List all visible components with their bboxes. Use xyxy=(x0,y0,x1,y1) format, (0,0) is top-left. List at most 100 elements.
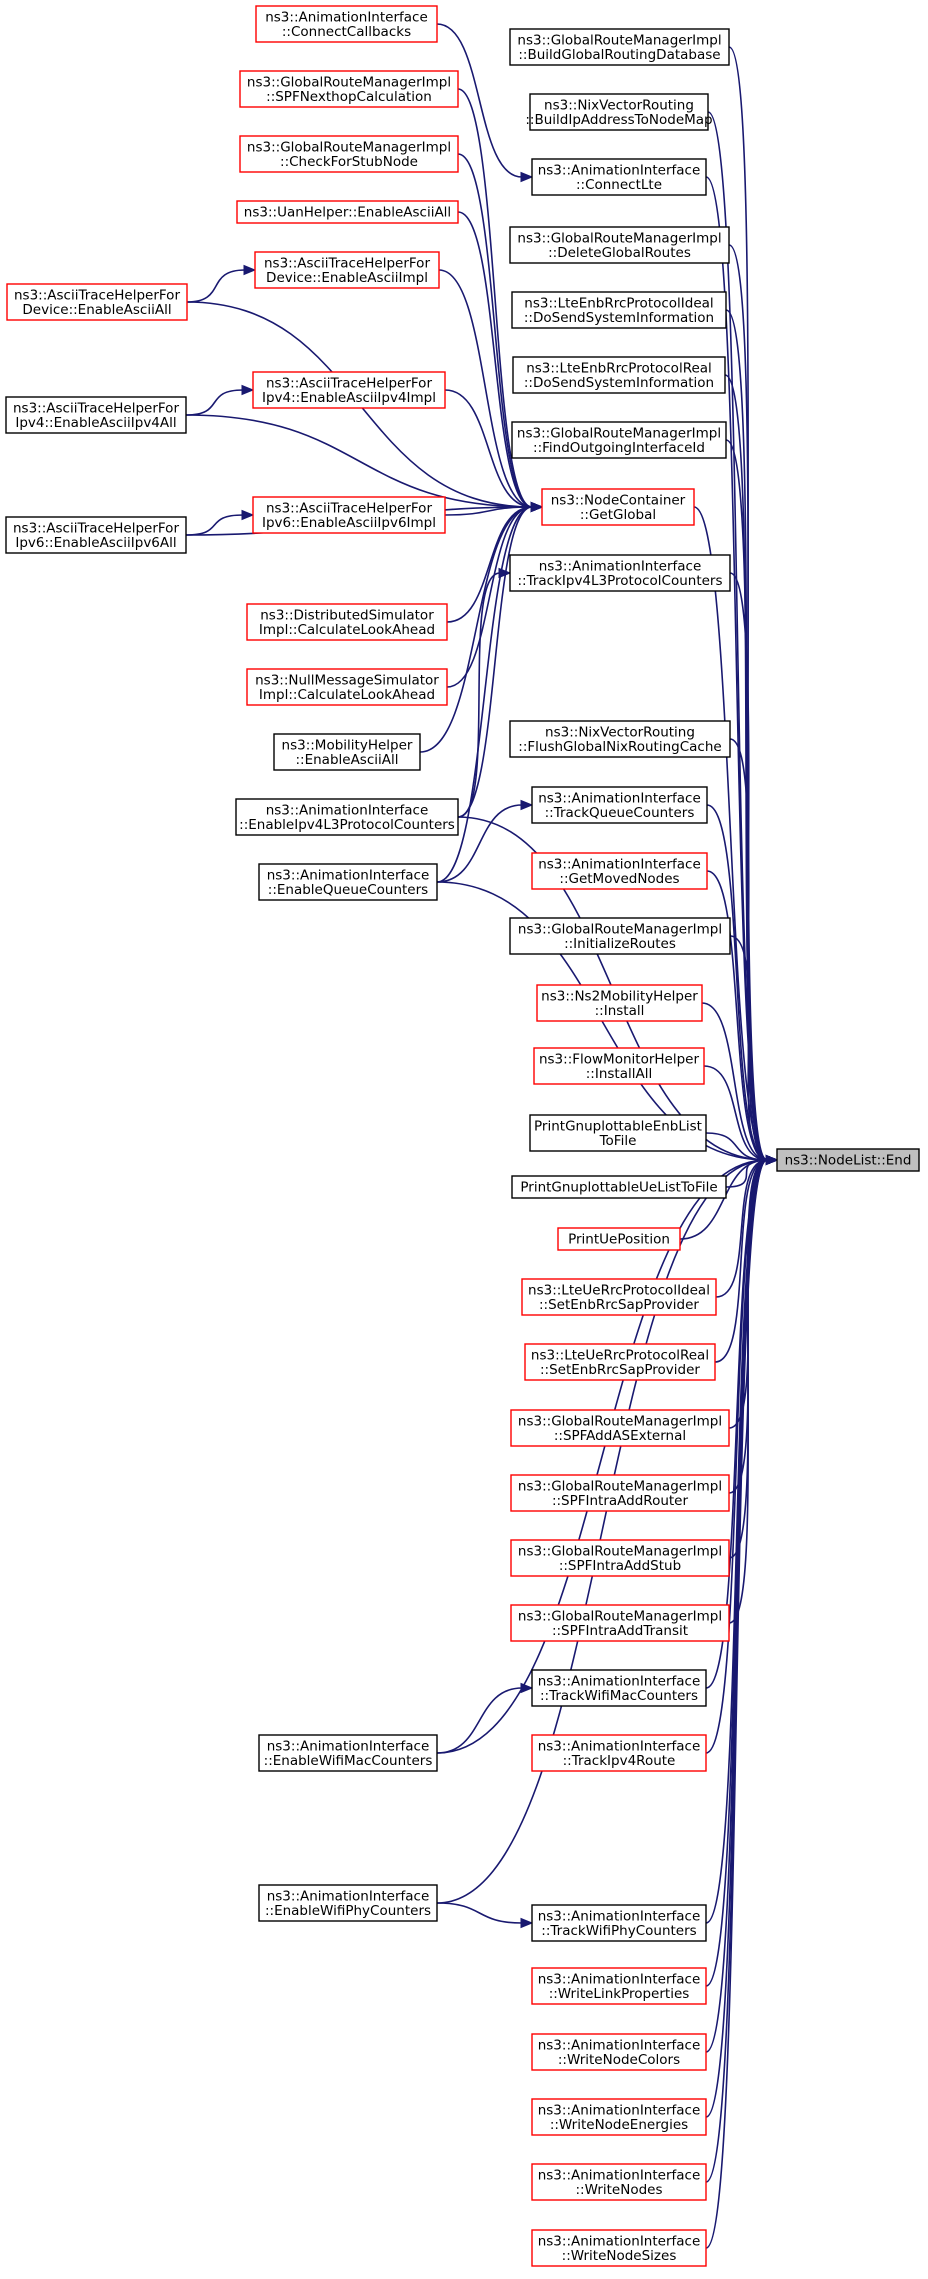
node-label-line: ::FindOutgoingInterfaceId xyxy=(533,440,705,456)
node-box xyxy=(258,1884,438,1922)
edge-n2-to-m7 xyxy=(457,153,533,508)
node-m1[interactable]: ns3::NixVectorRouting::BuildIpAddressToN… xyxy=(525,93,713,131)
node-label-line: ns3::AnimationInterface xyxy=(265,9,428,25)
node-n6[interactable]: ns3::AsciiTraceHelperForIpv4::EnableAsci… xyxy=(252,371,446,409)
edge-arrow-n0-to-m2 xyxy=(520,171,534,183)
node-n9[interactable]: ns3::AsciiTraceHelperForIpv6::EnableAsci… xyxy=(5,516,187,554)
node-n12[interactable]: ns3::MobilityHelper::EnableAsciiAll xyxy=(273,733,421,771)
node-box xyxy=(531,1734,707,1772)
node-n3[interactable]: ns3::UanHelper::EnableAsciiAll xyxy=(236,200,459,224)
node-m31[interactable]: ns3::AnimationInterface::WriteNodeSizes xyxy=(531,2229,707,2267)
node-label-line: ns3::GlobalRouteManagerImpl xyxy=(518,1478,722,1494)
node-box xyxy=(531,1967,707,2005)
node-root[interactable]: ns3::NodeList::End xyxy=(776,1148,920,1172)
node-box xyxy=(512,356,726,394)
node-box xyxy=(531,1669,707,1707)
node-box xyxy=(531,2229,707,2267)
edge-n9-to-n8 xyxy=(185,514,244,536)
node-m2[interactable]: ns3::AnimationInterface::ConnectLte xyxy=(531,158,707,196)
node-label-line: ns3::UanHelper::EnableAsciiAll xyxy=(244,205,451,221)
node-n15[interactable]: ns3::AnimationInterface::EnableWifiMacCo… xyxy=(258,1734,438,1772)
node-m9[interactable]: ns3::NixVectorRouting::FlushGlobalNixRou… xyxy=(509,720,731,758)
node-m12[interactable]: ns3::GlobalRouteManagerImpl::InitializeR… xyxy=(509,917,731,955)
node-m4[interactable]: ns3::LteEnbRrcProtocolIdeal::DoSendSyste… xyxy=(511,291,727,329)
node-label-line: ::BuildIpAddressToNodeMap xyxy=(525,112,712,128)
node-n8[interactable]: ns3::AsciiTraceHelperForIpv6::EnableAsci… xyxy=(252,496,446,534)
node-m29[interactable]: ns3::AnimationInterface::WriteNodeEnergi… xyxy=(531,2098,707,2136)
node-box xyxy=(273,733,421,771)
node-n14[interactable]: ns3::AnimationInterface::EnableQueueCoun… xyxy=(258,863,438,901)
node-n5[interactable]: ns3::AsciiTraceHelperForDevice::EnableAs… xyxy=(6,283,188,321)
node-n0[interactable]: ns3::AnimationInterface::ConnectCallback… xyxy=(255,5,438,43)
node-label-line: ns3::LteEnbRrcProtocolIdeal xyxy=(524,295,713,311)
node-m13[interactable]: ns3::Ns2MobilityHelper::Install xyxy=(536,984,703,1022)
node-label-line: ::SetEnbRrcSapProvider xyxy=(540,1362,700,1378)
edge-m13-to-root xyxy=(701,1002,768,1161)
node-n13[interactable]: ns3::AnimationInterface::EnableIpv4L3Pro… xyxy=(235,798,459,836)
node-n4[interactable]: ns3::AsciiTraceHelperForDevice::EnableAs… xyxy=(254,251,440,289)
node-label-line: ns3::GlobalRouteManagerImpl xyxy=(518,1608,722,1624)
node-label-line: ns3::AnimationInterface xyxy=(539,558,702,574)
node-label-line: ::GetGlobal xyxy=(580,507,656,523)
node-label-line: ns3::NodeList::End xyxy=(785,1153,912,1169)
node-n2[interactable]: ns3::GlobalRouteManagerImpl::CheckForStu… xyxy=(239,135,459,173)
node-m23[interactable]: ns3::GlobalRouteManagerImpl::SPFIntraAdd… xyxy=(510,1604,730,1642)
node-m6[interactable]: ns3::GlobalRouteManagerImpl::FindOutgoin… xyxy=(511,421,727,459)
node-m24[interactable]: ns3::AnimationInterface::TrackWifiMacCou… xyxy=(531,1669,707,1707)
edge-n7-to-m7 xyxy=(185,414,533,508)
node-m27[interactable]: ns3::AnimationInterface::WriteLinkProper… xyxy=(531,1967,707,2005)
node-label-line: ::FlushGlobalNixRoutingCache xyxy=(518,739,721,755)
node-label-line: ::SPFNexthopCalculation xyxy=(266,89,432,105)
node-box xyxy=(511,421,727,459)
node-label-line: ::GetMovedNodes xyxy=(559,871,679,887)
node-label-line: ::DeleteGlobalRoutes xyxy=(548,245,691,261)
node-n7[interactable]: ns3::AsciiTraceHelperForIpv4::EnableAsci… xyxy=(5,396,187,434)
node-label-line: ::ConnectCallbacks xyxy=(282,24,411,40)
node-label-line: ::SPFIntraAddRouter xyxy=(552,1493,689,1509)
node-box xyxy=(531,2033,707,2071)
node-n10[interactable]: ns3::DistributedSimulatorImpl::Calculate… xyxy=(246,603,448,641)
node-m22[interactable]: ns3::GlobalRouteManagerImpl::SPFIntraAdd… xyxy=(510,1539,730,1577)
node-m20[interactable]: ns3::GlobalRouteManagerImpl::SPFAddASExt… xyxy=(510,1409,730,1447)
node-box xyxy=(236,200,459,224)
node-label-line: ::WriteNodeSizes xyxy=(562,2248,677,2264)
node-label-line: ns3::LteEnbRrcProtocolReal xyxy=(526,360,712,376)
node-m11[interactable]: ns3::AnimationInterface::GetMovedNodes xyxy=(531,852,708,890)
edge-n12-to-m7 xyxy=(419,506,533,753)
node-n1[interactable]: ns3::GlobalRouteManagerImpl::SPFNexthopC… xyxy=(239,70,459,108)
node-label-line: ::SPFAddASExternal xyxy=(554,1428,686,1444)
node-label-line: ns3::AnimationInterface xyxy=(538,1971,701,1987)
node-box xyxy=(529,93,709,131)
edge-m31-to-root xyxy=(705,1159,768,2249)
node-m0[interactable]: ns3::GlobalRouteManagerImpl::BuildGlobal… xyxy=(509,28,730,66)
node-label-line: ::CheckForStubNode xyxy=(280,154,418,170)
node-m17[interactable]: PrintUePosition xyxy=(557,1227,681,1251)
node-box xyxy=(258,1734,438,1772)
edge-m18-to-root xyxy=(715,1159,768,1298)
node-box xyxy=(510,1604,730,1642)
node-m5[interactable]: ns3::LteEnbRrcProtocolReal::DoSendSystem… xyxy=(512,356,726,394)
node-m30[interactable]: ns3::AnimationInterface::WriteNodes xyxy=(531,2163,707,2201)
node-label-line: ::EnableQueueCounters xyxy=(268,882,428,898)
node-m8[interactable]: ns3::AnimationInterface::TrackIpv4L3Prot… xyxy=(509,554,731,592)
node-m16[interactable]: PrintGnuplottableUeListToFile xyxy=(511,1175,727,1199)
node-m28[interactable]: ns3::AnimationInterface::WriteNodeColors xyxy=(531,2033,707,2071)
node-m14[interactable]: ns3::FlowMonitorHelper::InstallAll xyxy=(533,1047,705,1085)
node-m19[interactable]: ns3::LteUeRrcProtocolReal::SetEnbRrcSapP… xyxy=(524,1343,716,1381)
node-m26[interactable]: ns3::AnimationInterface::TrackWifiPhyCou… xyxy=(531,1904,707,1942)
node-label-line: Impl::CalculateLookAhead xyxy=(259,687,435,703)
edge-n11-to-m7 xyxy=(446,506,533,688)
node-m25[interactable]: ns3::AnimationInterface::TrackIpv4Route xyxy=(531,1734,707,1772)
node-n11[interactable]: ns3::NullMessageSimulatorImpl::Calculate… xyxy=(246,668,448,706)
node-m10[interactable]: ns3::AnimationInterface::TrackQueueCount… xyxy=(531,786,708,824)
edge-arrow-n7-to-n6 xyxy=(241,384,255,396)
node-label-line: ::DoSendSystemInformation xyxy=(524,310,714,326)
node-m7[interactable]: ns3::NodeContainer::GetGlobal xyxy=(541,488,695,526)
node-m3[interactable]: ns3::GlobalRouteManagerImpl::DeleteGloba… xyxy=(509,226,730,264)
edge-m14-to-root xyxy=(703,1065,768,1161)
node-m18[interactable]: ns3::LteUeRrcProtocolIdeal::SetEnbRrcSap… xyxy=(521,1278,717,1316)
node-n16[interactable]: ns3::AnimationInterface::EnableWifiPhyCo… xyxy=(258,1884,438,1922)
node-label-line: ns3::GlobalRouteManagerImpl xyxy=(247,74,451,90)
node-m21[interactable]: ns3::GlobalRouteManagerImpl::SPFIntraAdd… xyxy=(510,1474,730,1512)
